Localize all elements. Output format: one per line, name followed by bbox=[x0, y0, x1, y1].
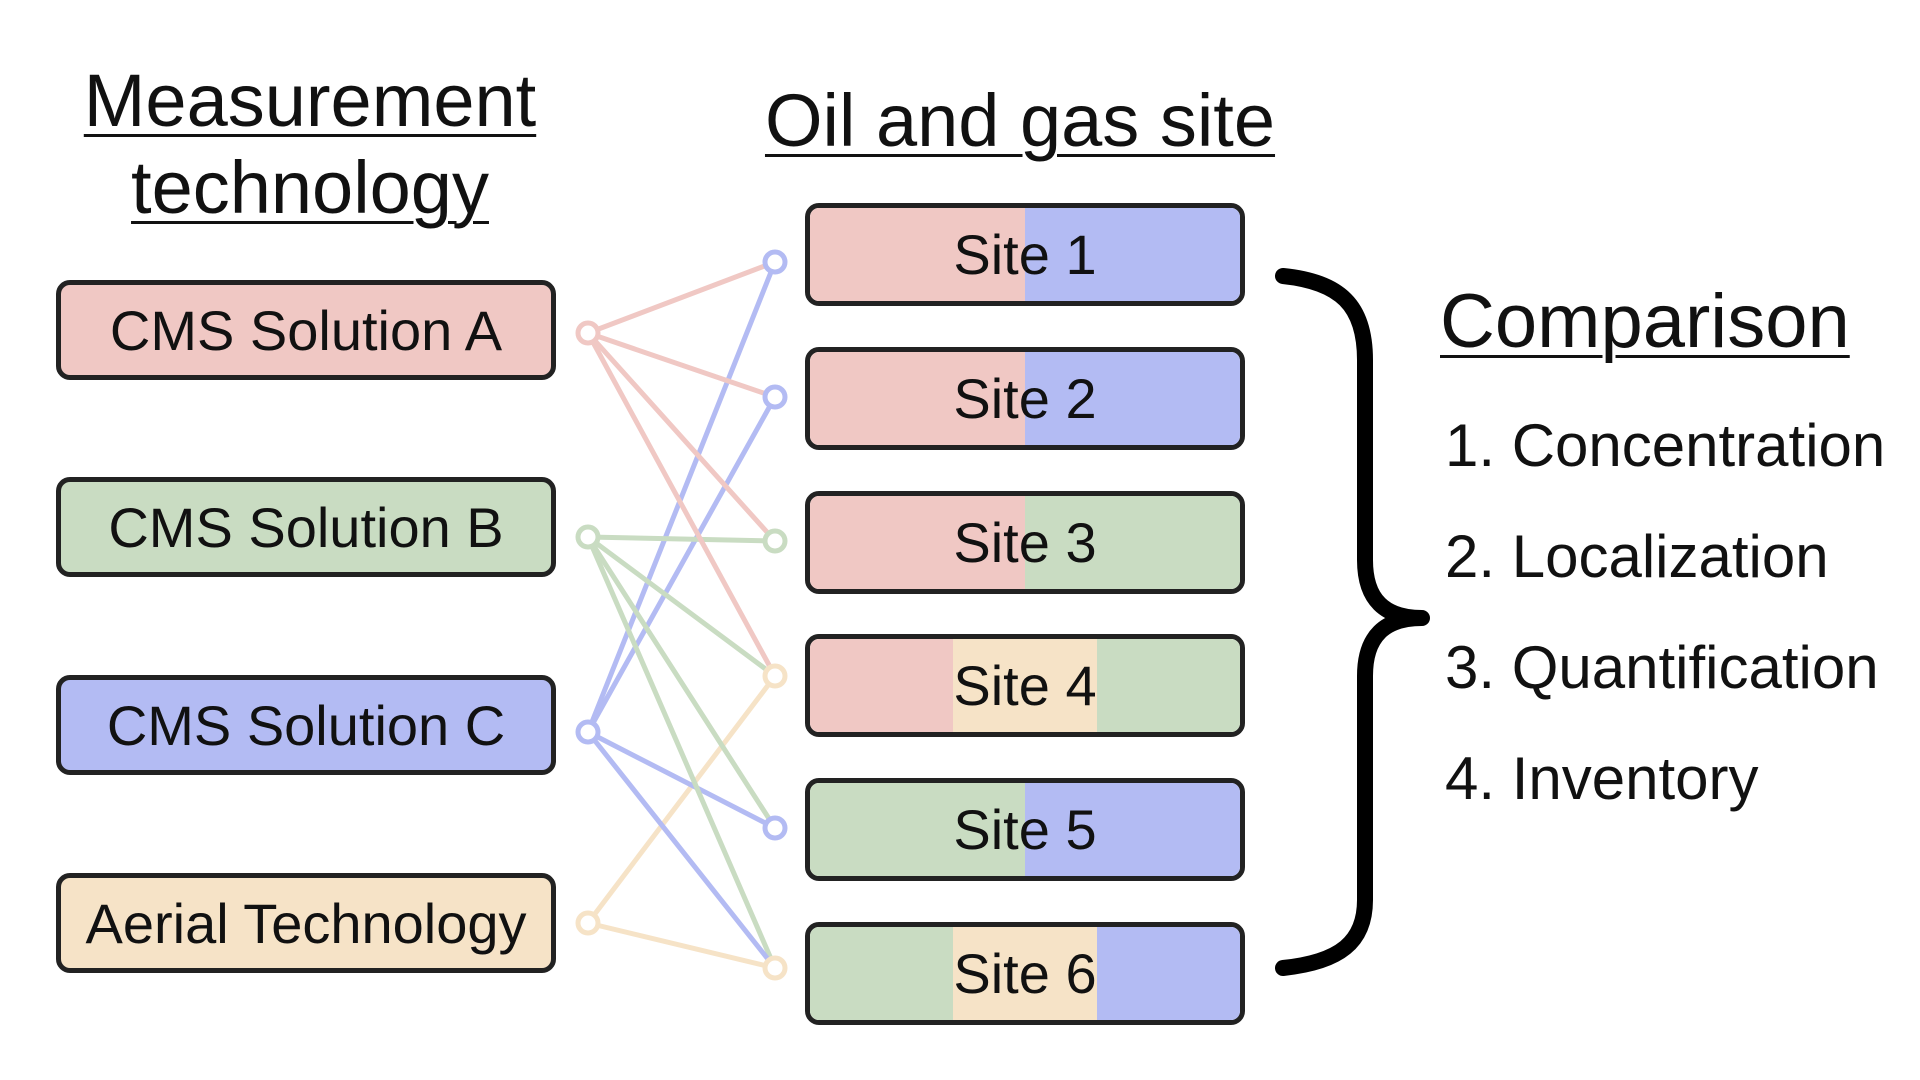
site-3-label: Site 3 bbox=[953, 511, 1097, 574]
site-3-box: Site 3 bbox=[805, 491, 1245, 594]
site-4-label: Site 4 bbox=[953, 654, 1097, 717]
site-segment bbox=[810, 352, 1025, 445]
site-endpoint bbox=[762, 663, 788, 689]
site-segment bbox=[810, 927, 954, 1020]
grouping-brace bbox=[1275, 268, 1430, 976]
connector-line bbox=[585, 534, 778, 544]
site-2-label: Site 2 bbox=[953, 367, 1097, 430]
site-segment bbox=[1096, 927, 1240, 1020]
tech-endpoint bbox=[575, 524, 601, 550]
site-segment bbox=[953, 639, 1097, 732]
connector-line bbox=[585, 534, 778, 831]
site-6-label: Site 6 bbox=[953, 942, 1097, 1005]
site-segment bbox=[810, 639, 954, 732]
site-endpoint bbox=[762, 249, 788, 275]
connector-line bbox=[585, 330, 778, 679]
site-segment bbox=[1096, 639, 1240, 732]
aerial-technology-box: Aerial Technology bbox=[56, 873, 556, 973]
site-5-box: Site 5 bbox=[805, 778, 1245, 881]
site-segment bbox=[1025, 496, 1240, 589]
tech-endpoint bbox=[575, 320, 601, 346]
connector-line bbox=[585, 673, 778, 926]
cms-solution-b-box: CMS Solution B bbox=[56, 477, 556, 577]
site-segment bbox=[1025, 783, 1240, 876]
site-segment bbox=[953, 927, 1097, 1020]
site-segment bbox=[810, 208, 1025, 301]
comparison-heading: Comparison bbox=[1440, 279, 1850, 364]
oil-and-gas-site-heading: Oil and gas site bbox=[764, 79, 1276, 162]
site-segment bbox=[1025, 352, 1240, 445]
site-6-box: Site 6 bbox=[805, 922, 1245, 1025]
measurement-technology-heading: Measurement technology bbox=[83, 59, 537, 229]
site-endpoint bbox=[762, 815, 788, 841]
site-2-box: Site 2 bbox=[805, 347, 1245, 450]
comparison-item: 1. Concentration bbox=[1445, 412, 1886, 479]
connector-line bbox=[585, 534, 778, 971]
comparison-item: 3. Quantification bbox=[1445, 634, 1879, 701]
connector-line bbox=[585, 330, 778, 544]
connector-line bbox=[585, 259, 778, 336]
connector-line bbox=[585, 330, 778, 400]
connector-line bbox=[585, 729, 778, 971]
tech-endpoint bbox=[575, 719, 601, 745]
cms-solution-c-box: CMS Solution C bbox=[56, 675, 556, 775]
site-segment bbox=[810, 783, 1025, 876]
site-endpoint bbox=[762, 528, 788, 554]
site-1-label: Site 1 bbox=[953, 223, 1097, 286]
site-endpoint bbox=[762, 955, 788, 981]
comparison-item: 2. Localization bbox=[1445, 523, 1829, 590]
connector-line bbox=[585, 259, 778, 735]
site-4-box: Site 4 bbox=[805, 634, 1245, 737]
site-segment bbox=[1025, 208, 1240, 301]
site-segment bbox=[810, 496, 1025, 589]
connector-line bbox=[585, 729, 778, 831]
connector-line bbox=[585, 534, 778, 679]
comparison-list: 1. Concentration 2. Localization 3. Quan… bbox=[1445, 410, 1885, 854]
connector-line bbox=[585, 394, 778, 735]
comparison-item: 4. Inventory bbox=[1445, 745, 1759, 812]
site-endpoint bbox=[762, 384, 788, 410]
cms-solution-a-box: CMS Solution A bbox=[56, 280, 556, 380]
connector-line bbox=[585, 920, 778, 971]
site-5-label: Site 5 bbox=[953, 798, 1097, 861]
tech-endpoint bbox=[575, 910, 601, 936]
site-1-box: Site 1 bbox=[805, 203, 1245, 306]
